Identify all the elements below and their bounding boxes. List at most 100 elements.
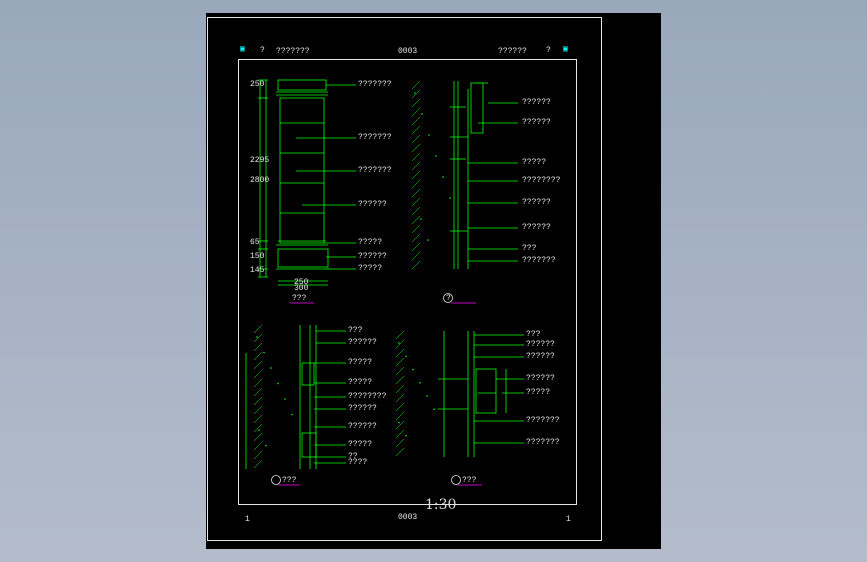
wall-hatch-dot bbox=[442, 176, 444, 178]
wall-hatch bbox=[411, 170, 421, 180]
wall-hatch-dot bbox=[414, 92, 416, 94]
wall-hatch bbox=[253, 387, 263, 397]
wall-hatch bbox=[411, 242, 421, 252]
section-label: ?????? bbox=[522, 98, 551, 107]
section-label: ?????? bbox=[526, 352, 555, 361]
section-label: ??????? bbox=[526, 438, 560, 447]
section-label: ????? bbox=[522, 158, 547, 167]
elevation-label: ??????? bbox=[358, 133, 392, 142]
title-block-icon-left: ▣ bbox=[240, 45, 245, 54]
cad-drawing-canvas[interactable]: ▣ ? ??????? 0003 ?????? ? ▣ 1 0003 1 ???… bbox=[206, 13, 661, 549]
wall-hatch bbox=[253, 441, 263, 451]
column-shaft bbox=[279, 97, 325, 244]
column-capital bbox=[277, 79, 327, 91]
section-label: ??????? bbox=[522, 256, 556, 265]
wall-hatch bbox=[395, 420, 405, 430]
wall-hatch bbox=[411, 179, 421, 189]
footer-center-code: 0003 bbox=[398, 513, 418, 522]
wall-hatch bbox=[253, 459, 263, 469]
section-label: ????? bbox=[348, 378, 373, 387]
wall-hatch bbox=[411, 224, 421, 234]
elevation-dimension: 65 bbox=[250, 238, 260, 247]
elevation-dimension-bottom: 300 bbox=[294, 284, 309, 293]
elevation-label: ????? bbox=[358, 238, 383, 247]
section-label: ????? bbox=[526, 388, 551, 397]
section-label: ??????? bbox=[526, 416, 560, 425]
column-base bbox=[277, 248, 329, 268]
wall-hatch-dot bbox=[426, 395, 428, 397]
header-center-code: 0003 bbox=[398, 47, 418, 56]
drawing-sheet-border bbox=[207, 17, 602, 541]
wall-hatch bbox=[253, 405, 263, 415]
wall-hatch bbox=[411, 152, 421, 162]
header-right-text: ?????? bbox=[498, 47, 527, 56]
wall-hatch bbox=[411, 80, 421, 90]
elevation-label: ????? bbox=[358, 264, 383, 273]
wall-hatch-dot bbox=[427, 239, 429, 241]
elevation-label: ??????? bbox=[358, 80, 392, 89]
section-label: ?????? bbox=[348, 338, 377, 347]
wall-hatch-dot bbox=[420, 218, 422, 220]
wall-hatch bbox=[253, 396, 263, 406]
wall-hatch-dot bbox=[258, 429, 260, 431]
section-marker-circle bbox=[451, 475, 461, 485]
elevation-dimension: 150 bbox=[250, 252, 265, 261]
wall-hatch-dot bbox=[405, 434, 407, 437]
section-label: ?? bbox=[348, 452, 358, 461]
wall-hatch bbox=[253, 324, 263, 334]
section-view-title: ??? bbox=[282, 476, 297, 485]
wall-hatch-dot bbox=[284, 398, 286, 400]
wall-hatch bbox=[411, 215, 421, 225]
header-question-left: ? bbox=[260, 46, 265, 55]
elevation-dimension: 2800 bbox=[250, 176, 270, 185]
section-label: ????? bbox=[348, 440, 373, 449]
wall-hatch bbox=[411, 197, 421, 207]
moulding-profile bbox=[301, 362, 315, 386]
cornice-profile bbox=[475, 368, 497, 414]
wall-hatch bbox=[395, 357, 405, 367]
wall-hatch-dot bbox=[449, 197, 451, 199]
wall-hatch bbox=[253, 414, 263, 424]
section-label: ?????? bbox=[348, 422, 377, 431]
section-label: ???? bbox=[348, 458, 368, 467]
wall-hatch bbox=[395, 348, 405, 358]
wall-hatch-dot bbox=[398, 421, 400, 424]
elevation-dimension: 145 bbox=[250, 266, 265, 275]
section-label: ?????? bbox=[348, 404, 377, 413]
header-left-text: ??????? bbox=[276, 47, 310, 56]
wall-hatch bbox=[411, 161, 421, 171]
moulding-profile bbox=[470, 82, 484, 134]
section-label: ?????? bbox=[522, 198, 551, 207]
wall-hatch-dot bbox=[256, 336, 258, 338]
drawing-inner-border bbox=[238, 59, 577, 505]
footer-left-number: 1 bbox=[245, 515, 250, 524]
wall-hatch bbox=[411, 233, 421, 243]
wall-hatch-dot bbox=[263, 351, 265, 354]
wall-hatch bbox=[411, 107, 421, 117]
wall-hatch bbox=[253, 342, 263, 352]
wall-hatch bbox=[411, 260, 421, 270]
section-label: ?????? bbox=[522, 223, 551, 232]
wall-hatch-dot bbox=[428, 134, 430, 136]
wall-hatch-dot bbox=[270, 367, 272, 369]
elevation-dimension-bottom: 250 bbox=[294, 278, 309, 287]
wall-hatch bbox=[253, 369, 263, 379]
section-label: ?????? bbox=[522, 118, 551, 127]
wall-hatch bbox=[253, 333, 263, 343]
wall-hatch-dot bbox=[421, 113, 423, 115]
section-marker-letter: ? bbox=[446, 294, 451, 303]
section-label: ?????? bbox=[526, 374, 555, 383]
wall-hatch bbox=[411, 116, 421, 126]
wall-hatch-dot bbox=[265, 444, 267, 447]
wall-hatch bbox=[411, 206, 421, 216]
section-label: ?????? bbox=[526, 340, 555, 349]
section-label: ??? bbox=[522, 244, 537, 253]
wall-hatch bbox=[411, 134, 421, 144]
section-label: ??? bbox=[526, 330, 541, 339]
wall-hatch bbox=[395, 393, 405, 403]
wall-hatch-dot bbox=[419, 381, 421, 384]
wall-hatch bbox=[395, 375, 405, 385]
wall-hatch-dot bbox=[435, 155, 437, 157]
wall-hatch bbox=[395, 438, 405, 448]
wall-hatch-dot bbox=[398, 342, 400, 344]
